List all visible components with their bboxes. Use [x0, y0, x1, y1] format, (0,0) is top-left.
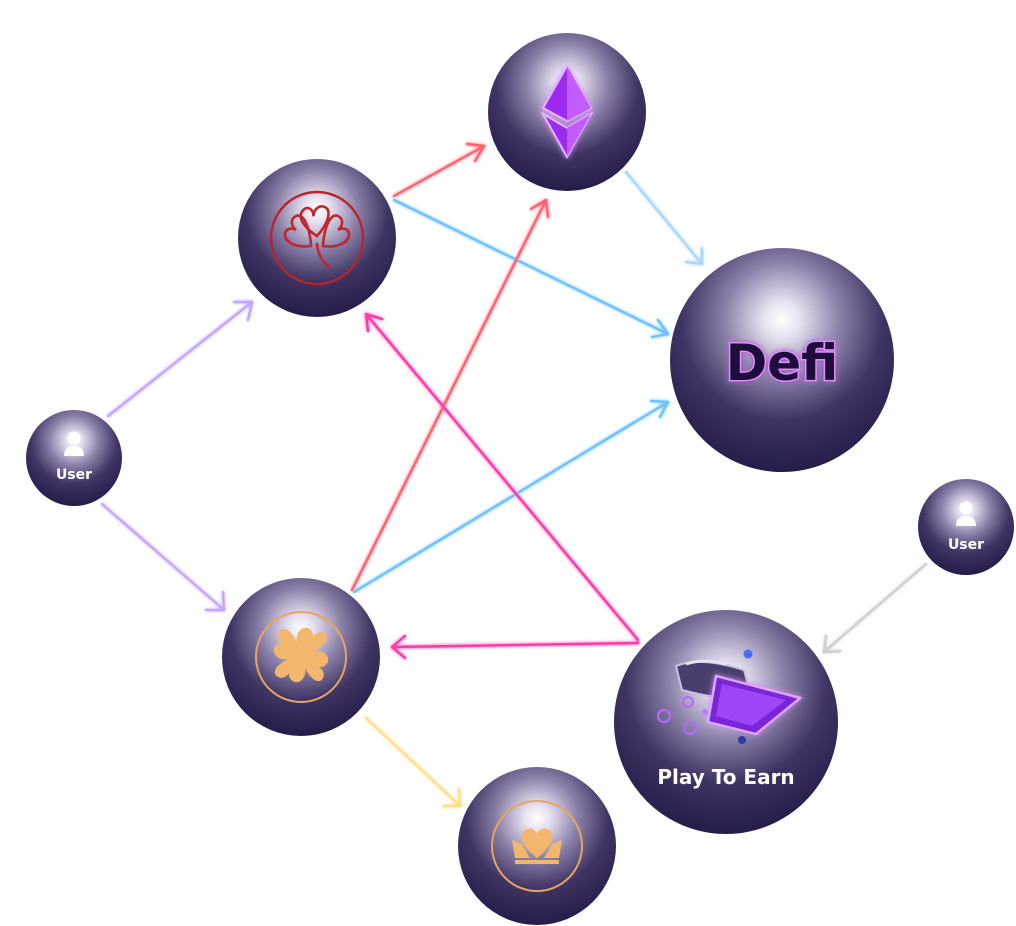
- node-crown[interactable]: [458, 767, 616, 925]
- crown-ring: [491, 800, 583, 892]
- user-left-label: User: [56, 467, 92, 483]
- arrow-red-clover-to-ethereum: [392, 142, 486, 198]
- gold-clover-icon: [273, 627, 329, 683]
- user-icon: [64, 431, 84, 456]
- arrow-user-to-gold-clover: [100, 502, 226, 612]
- node-user-left[interactable]: User: [26, 410, 122, 506]
- arrow-gold-clover-to-defi: [352, 399, 670, 594]
- user-icon: [956, 501, 976, 526]
- node-red-clover[interactable]: [238, 159, 396, 317]
- gold-clover-ring: [255, 611, 347, 703]
- defi-label: Defi: [726, 334, 838, 392]
- node-defi[interactable]: Defi: [670, 248, 894, 472]
- node-ethereum[interactable]: [488, 33, 646, 191]
- gold-crown-heart-icon: [512, 828, 562, 864]
- arrows: [100, 142, 928, 808]
- arrow-play-to-earn-to-gold-clover: [390, 634, 640, 660]
- red-clover-icon: [283, 205, 351, 270]
- arrow-gold-clover-to-crown: [364, 716, 462, 808]
- arrow-ethereum-to-defi: [624, 170, 704, 266]
- arrow-play-to-earn-to-red-clover: [364, 312, 640, 642]
- node-user-right[interactable]: User: [918, 479, 1014, 575]
- ethereum-icon: [540, 63, 594, 160]
- arrow-user-to-play-to-earn: [822, 562, 928, 654]
- arrow-red-clover-to-defi: [392, 198, 670, 339]
- arrow-gold-clover-to-ethereum: [350, 198, 550, 592]
- vr-headset-icon: [656, 649, 803, 744]
- arrow-user-to-red-clover: [106, 300, 254, 418]
- node-gold-clover[interactable]: [222, 578, 380, 736]
- red-clover-ring: [269, 190, 365, 286]
- node-play-to-earn[interactable]: Play To Earn: [614, 610, 838, 834]
- play-to-earn-label: Play To Earn: [657, 765, 794, 789]
- user-right-label: User: [948, 537, 984, 553]
